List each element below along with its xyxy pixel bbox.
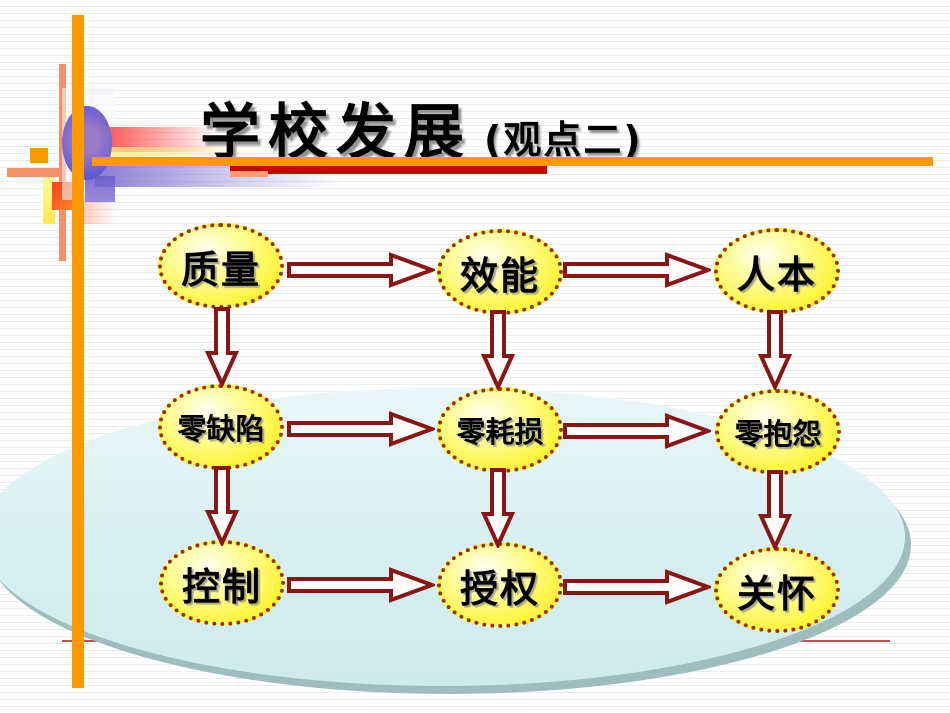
diagram-node-efficacy: 效能: [437, 229, 563, 315]
diagram-node-zero-complaints: 零抱怨: [715, 389, 841, 475]
arrow-down-icon: [481, 310, 515, 390]
arrow-down-icon: [205, 307, 239, 387]
decor-orange-vertical-bar: [72, 15, 84, 688]
decor-salmon-horizontal-bar: [7, 168, 60, 177]
decor-blue-block: [85, 176, 115, 202]
arrow-down-icon: [758, 470, 792, 550]
diagram-node-zero-defects: 零缺陷: [158, 384, 284, 470]
title-salmon-underline: [230, 171, 268, 177]
diagram-node-empowerment: 授权: [437, 542, 563, 628]
arrow-right-icon: [287, 252, 435, 288]
page-title: 学校发展: [200, 98, 472, 168]
diagram-node-zero-waste: 零耗损: [437, 387, 563, 473]
decor-orange-square: [30, 148, 48, 163]
diagram-node-care: 关怀: [714, 547, 840, 633]
title-orange-rule: [92, 157, 933, 166]
arrow-right-icon: [563, 569, 711, 605]
page-title-suffix: (观点二): [484, 118, 643, 162]
title-block: 学校发展 (观点二): [200, 84, 643, 171]
title-red-underline: [230, 166, 547, 174]
arrow-down-icon: [758, 310, 792, 390]
arrow-down-icon: [205, 466, 239, 546]
arrow-right-icon: [563, 252, 711, 288]
diagram-node-human-oriented: 人本: [714, 228, 840, 314]
decor-blue-ellipse: [62, 106, 112, 180]
arrow-right-icon: [287, 411, 435, 447]
diagram-node-quality: 质量: [158, 223, 284, 309]
arrow-right-icon: [563, 413, 711, 449]
diagram-node-control: 控制: [159, 540, 285, 626]
arrow-right-icon: [287, 567, 435, 603]
arrow-down-icon: [481, 468, 515, 548]
